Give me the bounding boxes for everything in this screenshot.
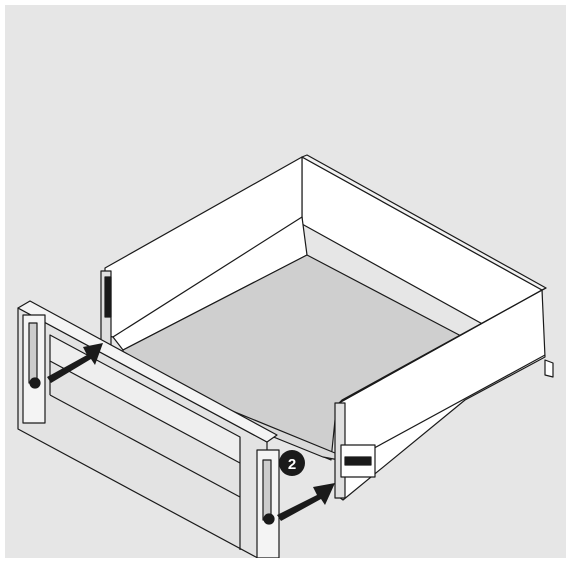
left-bracket-slot [28, 322, 38, 384]
step-callout: 2 [279, 450, 305, 476]
right-runner-clip [344, 456, 372, 466]
left-bracket-screw [29, 377, 41, 389]
right-panel-line [342, 354, 546, 466]
right-bracket-slot [262, 459, 272, 521]
left-runner-mechanism [104, 276, 112, 318]
front-panel-line [49, 394, 241, 498]
drawer-assembly-illustration: 2 [17, 154, 554, 558]
right-side-panel-top [338, 287, 547, 404]
right-bracket-screw [263, 513, 275, 525]
left-insertion-arrow [47, 343, 103, 383]
step-number: 2 [288, 456, 296, 473]
step-callout-circle [279, 450, 305, 476]
front-panel-top-edge [17, 300, 278, 443]
right-insertion-arrow [277, 483, 335, 521]
right-panel-end-tab [544, 359, 554, 378]
